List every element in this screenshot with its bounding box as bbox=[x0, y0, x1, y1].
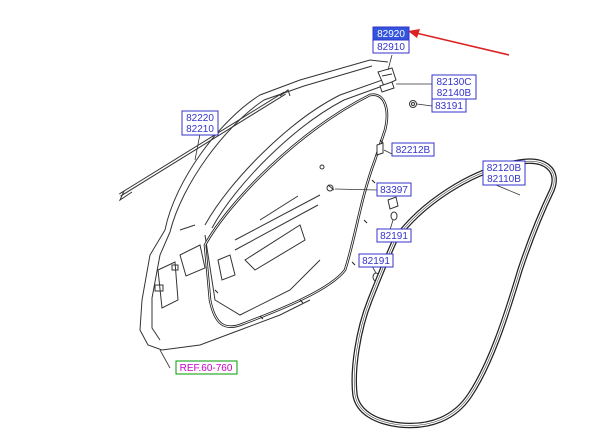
callout-83397-text: 83397 bbox=[380, 185, 408, 196]
callout-82130c-text: 82130C bbox=[436, 77, 471, 88]
callout-82212b-text: 82212B bbox=[396, 145, 431, 156]
callout-82212b[interactable]: 82212B bbox=[391, 142, 435, 157]
front-door-shell bbox=[139, 59, 389, 351]
reference-label[interactable]: REF.60-760 bbox=[175, 360, 238, 375]
callout-83191-text: 83191 bbox=[435, 101, 463, 112]
highlight-arrow bbox=[408, 29, 510, 56]
callout-83191[interactable]: 83191 bbox=[431, 98, 467, 113]
callout-82220-text: 82220 bbox=[186, 113, 214, 124]
belt-moulding-strip bbox=[118, 89, 291, 202]
small-fittings bbox=[319, 67, 417, 282]
callout-82920[interactable]: 82920 bbox=[372, 26, 410, 41]
callout-82120b-text: 82120B bbox=[487, 163, 522, 174]
callout-82910-text: 82910 bbox=[377, 42, 405, 53]
callout-82920-text: 82920 bbox=[377, 29, 405, 40]
body-side-weatherstrip bbox=[351, 158, 557, 429]
callout-82210-text: 82210 bbox=[186, 124, 214, 135]
door-weatherstrip bbox=[203, 93, 389, 329]
callout-82191-lower[interactable]: 82191 bbox=[358, 253, 394, 268]
callout-82191-upper-text: 82191 bbox=[380, 231, 408, 242]
callout-82220-82210[interactable]: 82220 82210 bbox=[181, 110, 219, 136]
reference-label-text: REF.60-760 bbox=[180, 363, 233, 374]
callout-82191-lower-text: 82191 bbox=[362, 256, 390, 267]
callout-82130c-82140b[interactable]: 82130C 82140B bbox=[431, 74, 477, 100]
callout-82140b-text: 82140B bbox=[437, 88, 472, 99]
callout-82191-upper[interactable]: 82191 bbox=[376, 228, 412, 243]
callout-82910[interactable]: 82910 bbox=[372, 39, 410, 54]
callout-82120b-82110b[interactable]: 82120B 82110B bbox=[482, 160, 526, 186]
callout-83397[interactable]: 83397 bbox=[376, 182, 412, 197]
callout-82110b-text: 82110B bbox=[487, 174, 521, 185]
